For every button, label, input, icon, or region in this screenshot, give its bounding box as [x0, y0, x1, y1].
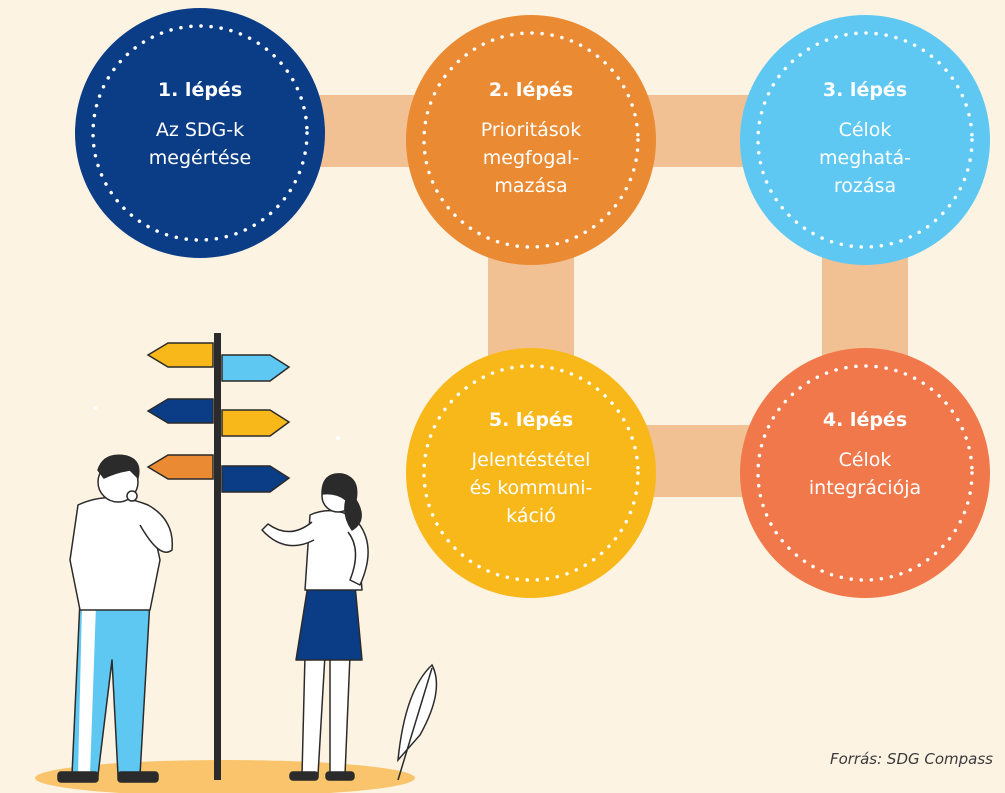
- step-5-dotted-ring: [422, 364, 640, 582]
- step-1-title: 1. lépés: [157, 79, 243, 101]
- sparkle-dot: [93, 406, 97, 410]
- pointing-woman-figure: [261, 473, 369, 781]
- step-3-title: 3. lépés: [822, 79, 908, 101]
- step-4-dotted-ring: [756, 364, 974, 582]
- step-2-description: Prioritások megfogal- mazása: [480, 119, 582, 197]
- step-5-label: 5. lépés Jelentéstétel és kommuni- káció: [431, 408, 631, 530]
- step-5-circle: [406, 348, 656, 598]
- step-2-dotted-ring: [422, 31, 640, 249]
- step-4-circle: [740, 348, 990, 598]
- step-5-title: 5. lépés: [488, 409, 574, 431]
- step-3-dotted-ring: [756, 31, 974, 249]
- thinking-man-figure: [57, 454, 174, 783]
- step-3-label: 3. lépés Célok meghatá- rozása: [765, 78, 965, 200]
- step-4-label: 4. lépés Célok integrációja: [765, 408, 965, 502]
- step-2-title: 2. lépés: [488, 79, 574, 101]
- step-3-description: Célok meghatá- rozása: [819, 119, 911, 197]
- step-1-dotted-ring: [91, 24, 309, 242]
- leaf-icon: [397, 663, 438, 781]
- step-2-circle: [406, 15, 656, 265]
- step-4-description: Célok integrációja: [808, 449, 922, 499]
- sparkle-dot: [336, 436, 340, 440]
- step-1-label: 1. lépés Az SDG-k megértése: [100, 78, 300, 172]
- step-5-description: Jelentéstétel és kommuni- káció: [469, 449, 593, 527]
- step-3-circle: [740, 15, 990, 265]
- step-4-title: 4. lépés: [822, 409, 908, 431]
- step-2-label: 2. lépés Prioritások megfogal- mazása: [431, 78, 631, 200]
- step-1-circle: [75, 8, 325, 258]
- source-caption: Forrás: SDG Compass: [829, 750, 993, 768]
- step-circles: [75, 8, 990, 598]
- signpost-icon: [146, 333, 291, 780]
- step-1-description: Az SDG-k megértése: [148, 119, 252, 169]
